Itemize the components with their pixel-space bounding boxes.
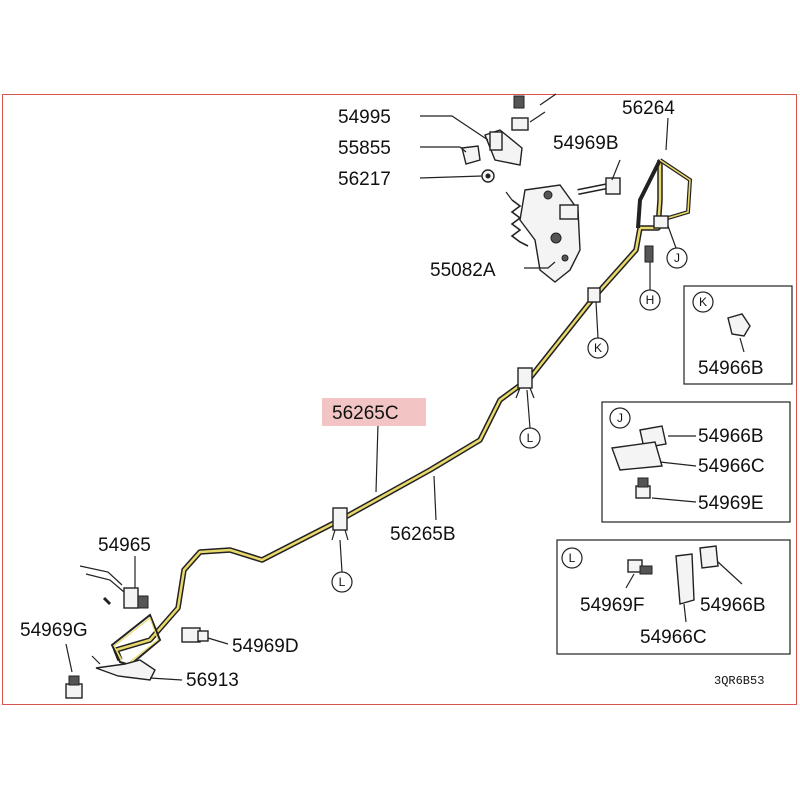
svg-text:H: H [646, 293, 655, 307]
part-54969d-bolt [181, 627, 209, 643]
part-54965-hose [79, 565, 149, 609]
pipe-fitting-h [644, 245, 654, 263]
pipe-clip-k [587, 287, 601, 303]
diagram-frame [2, 94, 797, 705]
part-54969b-bolt [577, 177, 621, 195]
detail-j-part-2: 54966C [698, 456, 765, 477]
marker-h: H [639, 289, 661, 311]
callout-54969d: 54969D [232, 636, 299, 657]
leader-lines [65, 115, 677, 681]
callout-56264: 56264 [622, 98, 675, 119]
part-54969g-bolt [65, 675, 83, 699]
svg-text:K: K [594, 341, 602, 355]
brake-pipe-56265 [110, 158, 693, 667]
detail-l-clip [699, 545, 719, 569]
callout-55082a: 55082A [430, 260, 496, 281]
callout-56217: 56217 [338, 169, 391, 190]
detail-j-part-1: 54966B [698, 426, 764, 447]
callout-56265c: 56265C [332, 403, 399, 424]
detail-box-l: L 54969F 54966B 54966C [556, 539, 791, 655]
detail-k-clip [727, 313, 751, 337]
callout-55855: 55855 [338, 138, 391, 159]
pipe-clip-j [653, 215, 669, 229]
marker-k: K [587, 337, 609, 359]
marker-j: J [666, 247, 688, 269]
callout-54995: 54995 [338, 107, 391, 128]
pipe-clip-l-upper [515, 367, 535, 399]
detail-l-part-1: 54969F [580, 595, 644, 616]
callout-54965: 54965 [98, 535, 151, 556]
svg-text:L: L [527, 431, 534, 445]
detail-l-bracket [675, 553, 695, 605]
callout-56265b: 56265B [390, 524, 456, 545]
detail-j-tag: J [617, 411, 623, 425]
detail-l-part-2: 54966B [700, 595, 766, 616]
part-spring [505, 191, 529, 247]
highlight-56265c [322, 398, 426, 426]
diagram-code: 3QR6B53 [714, 674, 764, 688]
detail-j-part-3: 54969E [698, 493, 764, 514]
callout-54969b: 54969B [553, 133, 619, 154]
detail-l-tag: L [569, 551, 576, 565]
callout-56913: 56913 [186, 670, 239, 691]
pipe-clip-l-lower [331, 507, 349, 541]
detail-box-k: K 54966B [683, 285, 793, 385]
detail-box-j: J 54966B 54966C 54969E [601, 401, 791, 523]
part-55082a-valve [519, 184, 581, 283]
detail-k-tag: K [699, 295, 707, 309]
detail-j-bracket [611, 441, 663, 471]
part-54995-bracket [484, 129, 523, 166]
part-56913-bracket [91, 655, 156, 681]
marker-l-upper: L [519, 427, 541, 449]
part-top-bolts [511, 93, 557, 131]
marker-l-lower: L [331, 571, 353, 593]
part-56217-nut [481, 169, 495, 183]
svg-text:J: J [674, 251, 680, 265]
detail-l-part-3: 54966C [640, 627, 707, 648]
callout-54969g: 54969G [20, 620, 88, 641]
part-55855-plate [461, 145, 481, 165]
detail-k-part-1: 54966B [698, 358, 764, 379]
detail-j-bolt [635, 485, 651, 499]
svg-text:L: L [339, 575, 346, 589]
